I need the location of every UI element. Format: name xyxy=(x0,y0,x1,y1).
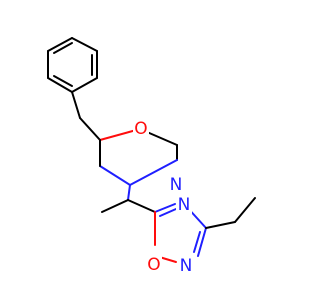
benzene-ring xyxy=(47,37,98,93)
nitrogen-atom-label: N xyxy=(178,195,191,215)
bond xyxy=(53,75,73,87)
bond xyxy=(193,231,201,253)
linker xyxy=(101,184,156,213)
morpholine-ring xyxy=(71,91,178,186)
oxygen-atom-label: O xyxy=(134,119,147,139)
bond xyxy=(234,197,256,223)
atom-labels: O N N O N xyxy=(133,119,194,276)
bond xyxy=(205,221,236,229)
oxygen-atom-label: O xyxy=(147,255,160,275)
bond xyxy=(71,91,81,119)
bond xyxy=(101,199,129,213)
bond xyxy=(71,37,98,52)
bond xyxy=(79,117,101,141)
bond xyxy=(99,165,131,186)
bond xyxy=(159,208,177,217)
bond xyxy=(129,159,178,186)
bond xyxy=(127,199,156,213)
bond xyxy=(197,227,207,257)
bond xyxy=(71,77,98,93)
nitrogen-atom-label: N xyxy=(180,256,193,276)
bond xyxy=(53,42,73,54)
bond xyxy=(47,77,73,93)
molecule-structure: O N N O N xyxy=(47,37,256,276)
bond xyxy=(47,37,73,52)
oxadiazole-ring xyxy=(154,203,207,263)
bond xyxy=(154,203,176,213)
ethyl-group xyxy=(205,197,256,229)
bond xyxy=(127,184,131,201)
nitrogen-atom-label: N xyxy=(170,175,183,195)
